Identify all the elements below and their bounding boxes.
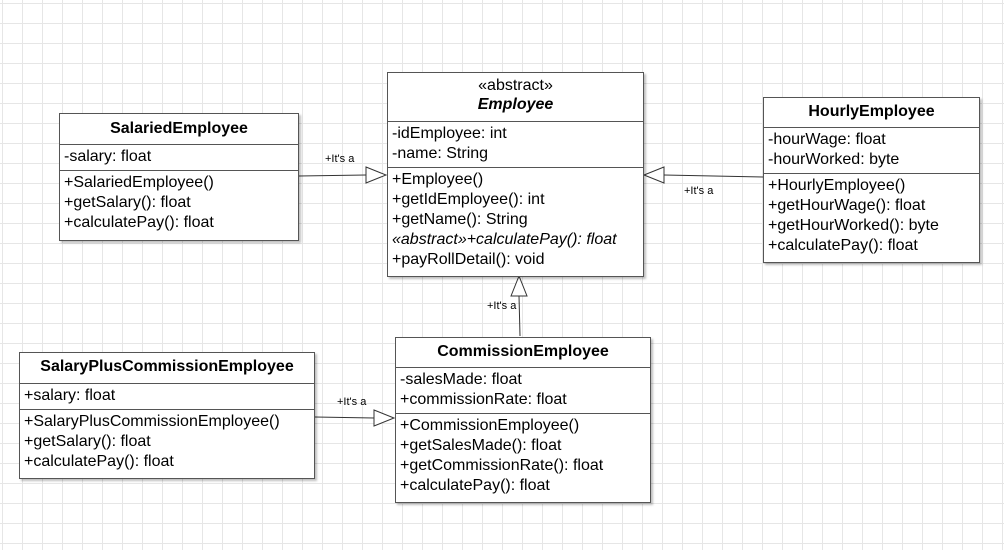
class-operations: +Employee() +getIdEmployee(): int +getNa… — [388, 168, 643, 273]
operation: +payRollDetail(): void — [392, 251, 545, 268]
attribute: -idEmployee: int — [392, 125, 507, 142]
class-header: SalariedEmployee — [60, 114, 298, 145]
operation: +getSalary(): float — [64, 194, 191, 211]
operation: +calculatePay(): float — [24, 453, 174, 470]
class-operations: +CommissionEmployee() +getSalesMade(): f… — [396, 414, 650, 499]
attribute: -salesMade: float — [400, 371, 522, 388]
generalization-commission-to-employee — [510, 274, 528, 337]
operation: +calculatePay(): float — [64, 214, 214, 231]
class-name: HourlyEmployee — [808, 103, 935, 120]
class-attributes: -salary: float — [60, 145, 298, 171]
relation-label-hourly: +It's a — [684, 185, 714, 197]
class-name: CommissionEmployee — [437, 343, 609, 360]
attribute: -salary: float — [64, 148, 152, 165]
operation: +calculatePay(): float — [768, 237, 918, 254]
operation: +SalaryPlusCommissionEmployee() — [24, 413, 280, 430]
class-employee[interactable]: «abstract» Employee -idEmployee: int -na… — [387, 72, 644, 277]
class-name: SalariedEmployee — [110, 120, 248, 137]
class-salaried-employee[interactable]: SalariedEmployee -salary: float +Salarie… — [59, 113, 299, 241]
relation-label-salaryplus: +It's a — [337, 396, 367, 408]
class-attributes: -salesMade: float +commissionRate: float — [396, 368, 650, 414]
attribute: -name: String — [392, 145, 489, 162]
operation: +getCommissionRate(): float — [400, 457, 604, 474]
operation: +getName(): String — [392, 211, 528, 228]
attribute: +salary: float — [24, 387, 116, 404]
class-operations: +SalaryPlusCommissionEmployee() +getSala… — [20, 410, 314, 475]
relation-label-commission: +It's a — [487, 300, 517, 312]
class-operations: +SalariedEmployee() +getSalary(): float … — [60, 171, 298, 236]
abstract-operation: «abstract»+calculatePay(): float — [392, 231, 617, 248]
generalization-salaried-to-employee — [298, 166, 388, 184]
relation-label-salaried: +It's a — [325, 153, 355, 165]
generalization-salaryplus-to-commission — [314, 409, 396, 427]
class-header: SalaryPlusCommissionEmployee — [20, 353, 314, 384]
class-header: CommissionEmployee — [396, 338, 650, 368]
operation: +HourlyEmployee() — [768, 177, 906, 194]
operation: +getHourWage(): float — [768, 197, 926, 214]
operation: +CommissionEmployee() — [400, 417, 580, 434]
class-attributes: +salary: float — [20, 384, 314, 410]
attribute: +commissionRate: float — [400, 391, 567, 408]
operation: +getHourWorked(): byte — [768, 217, 939, 234]
class-name: SalaryPlusCommissionEmployee — [40, 358, 294, 375]
class-commission-employee[interactable]: CommissionEmployee -salesMade: float +co… — [395, 337, 651, 503]
class-name: Employee — [477, 96, 554, 113]
generalization-hourly-to-employee — [642, 166, 764, 184]
operation: +getSalary(): float — [24, 433, 151, 450]
class-stereotype: «abstract» — [478, 77, 553, 94]
operation: +Employee() — [392, 171, 484, 188]
operation: +SalariedEmployee() — [64, 174, 214, 191]
class-attributes: -idEmployee: int -name: String — [388, 122, 643, 168]
operation: +getIdEmployee(): int — [392, 191, 545, 208]
class-header: «abstract» Employee — [388, 73, 643, 122]
class-hourly-employee[interactable]: HourlyEmployee -hourWage: float -hourWor… — [763, 97, 980, 263]
operation: +getSalesMade(): float — [400, 437, 562, 454]
class-salary-plus-commission-employee[interactable]: SalaryPlusCommissionEmployee +salary: fl… — [19, 352, 315, 479]
class-attributes: -hourWage: float -hourWorked: byte — [764, 128, 979, 174]
operation: +calculatePay(): float — [400, 477, 550, 494]
attribute: -hourWage: float — [768, 131, 886, 148]
class-header: HourlyEmployee — [764, 98, 979, 128]
class-operations: +HourlyEmployee() +getHourWage(): float … — [764, 174, 979, 259]
attribute: -hourWorked: byte — [768, 151, 900, 168]
